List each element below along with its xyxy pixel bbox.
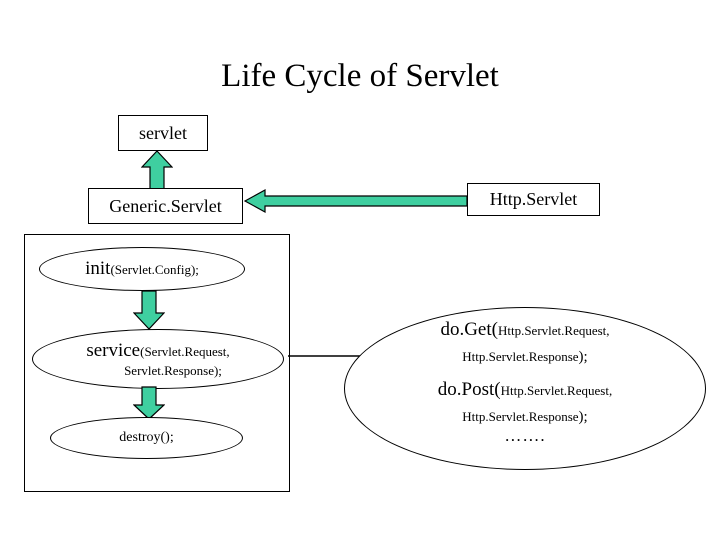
page-title: Life Cycle of Servlet <box>221 58 499 94</box>
do-get-response-line: Http.Servlet.Response); <box>462 348 588 365</box>
node-servlet-label: servlet <box>139 122 187 143</box>
node-http-methods-label: do.Get(Http.Servlet.Request, Http.Servle… <box>344 310 706 473</box>
arrow-down-icon <box>133 290 165 330</box>
node-destroy-label: destroy(); <box>119 430 174 445</box>
ellipsis-label: ……. <box>504 426 546 446</box>
node-service-label: service(Servlet.Request,Servlet.Response… <box>86 340 230 378</box>
do-post-line: do.Post(Http.Servlet.Request, <box>437 378 613 400</box>
node-destroy: destroy(); <box>50 417 243 459</box>
node-service: service(Servlet.Request,Servlet.Response… <box>32 329 284 389</box>
node-generic-servlet: Generic.Servlet <box>88 188 243 224</box>
arrow-up-icon <box>141 150 173 190</box>
node-generic-servlet-label: Generic.Servlet <box>109 195 222 216</box>
do-post-response-line: Http.Servlet.Response); <box>462 408 588 425</box>
node-servlet: servlet <box>118 115 208 151</box>
arrow-down-icon <box>133 386 165 420</box>
arrow-left-icon <box>244 188 468 214</box>
node-http-servlet: Http.Servlet <box>467 183 600 216</box>
node-init: init(Servlet.Config); <box>39 247 245 291</box>
do-get-line: do.Get(Http.Servlet.Request, <box>440 319 610 340</box>
node-http-methods <box>344 307 706 470</box>
node-init-label: init(Servlet.Config); <box>85 258 199 279</box>
node-http-servlet-label: Http.Servlet <box>489 189 578 209</box>
